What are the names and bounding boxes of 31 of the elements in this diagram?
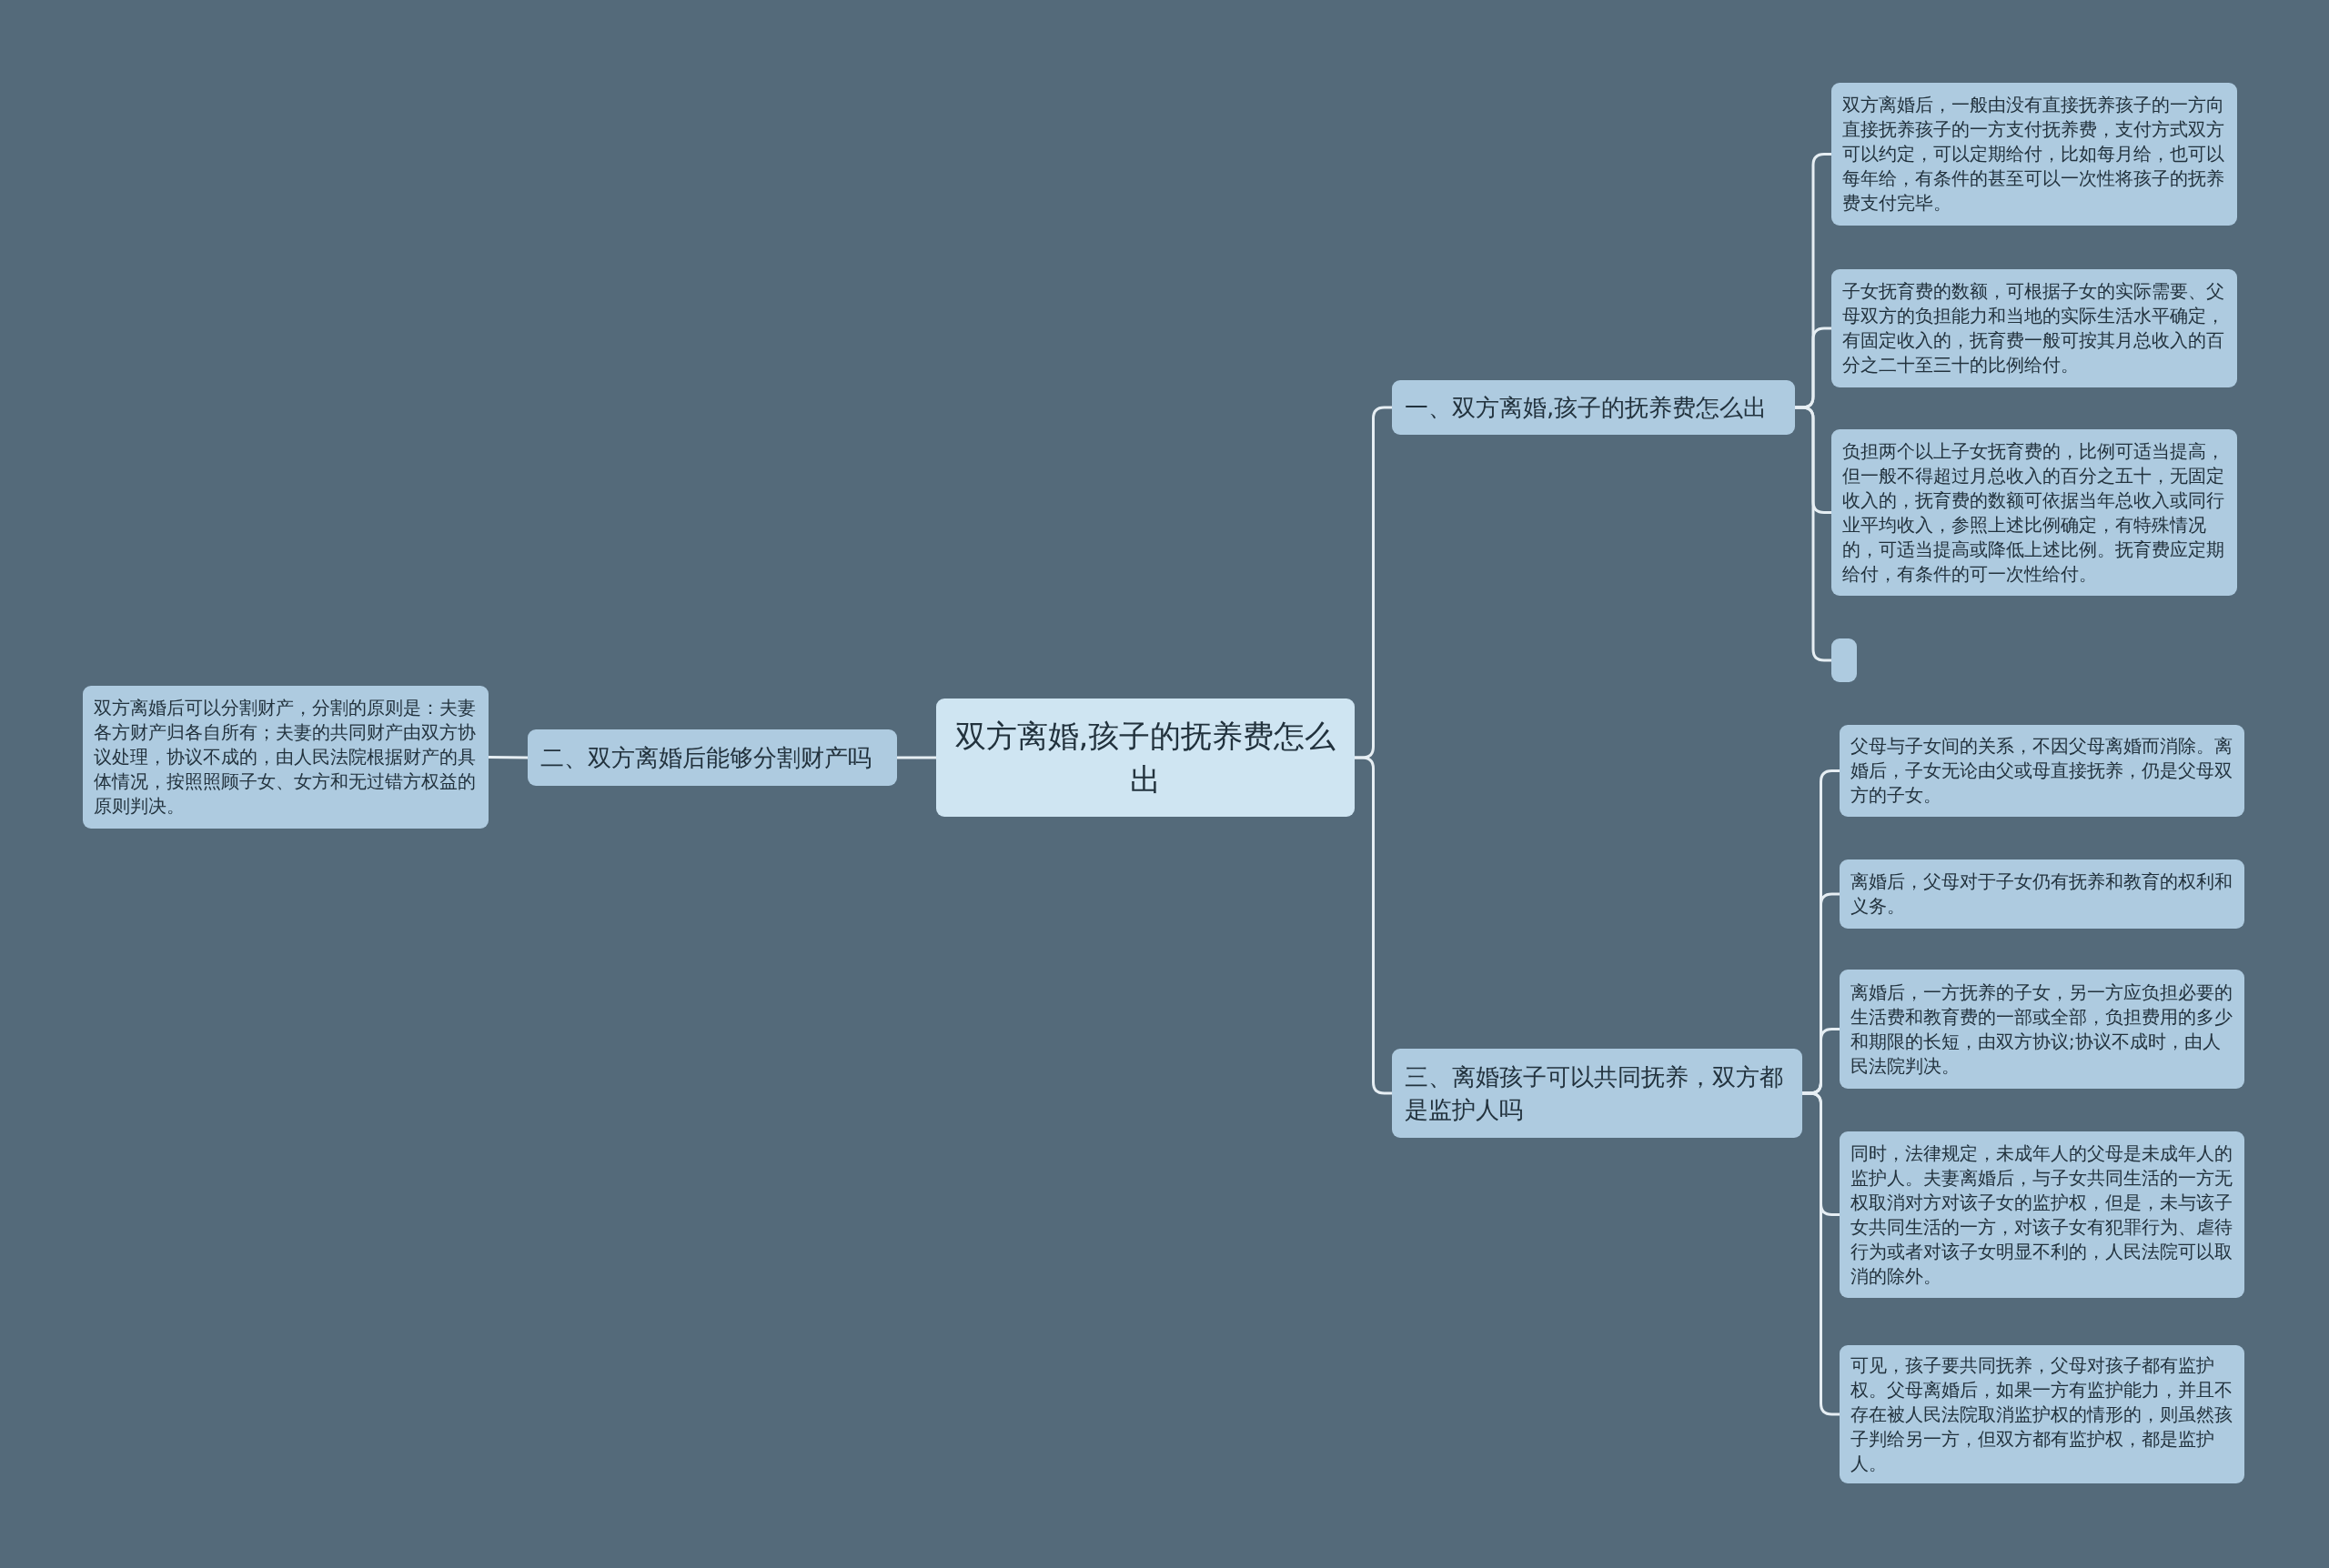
topic-text: 子女抚育费的数额，可根据子女的实际需要、父母双方的负担能力和当地的实际生活水平确定，有固定收入的，抚育费一般可按其月总收入的百分之二十至三十的比例给付。: [1842, 280, 2225, 377]
topic-text: 三、离婚孩子可以共同抚养，双方都是监护人吗: [1405, 1062, 1784, 1125]
topic-text: 二、双方离婚后能够分割财产吗: [540, 743, 872, 773]
central-topic-box: [936, 699, 1355, 817]
note-box: [1831, 83, 2237, 226]
note-box: [1840, 970, 2244, 1089]
topic-text: 一、双方离婚,孩子的抚养费怎么出: [1405, 393, 1768, 423]
connector-line: [489, 756, 528, 759]
topic-text: 离婚后，一方抚养的子女，另一方应负担必要的生活费和教育费的一部或全部，负担费用的多少和期限的长短，由双方协议;协议不成时，由人民法院判决。: [1850, 980, 2233, 1079]
topic-text: 双方离婚后，一般由没有直接抚养孩子的一方向直接抚养孩子的一方支付抚养费，支付方式双方可以约定，可以定期给付，比如每月给，也可以每年给，有条件的甚至可以一次性将孩子的抚养费支付完毕。: [1842, 94, 2225, 216]
topic-text: 父母与子女间的关系，不因父母离婚而消除。离婚后，子女无论由父或母直接抚养，仍是父母双方的子女。: [1850, 735, 2233, 808]
connector-line: [897, 756, 936, 759]
branch-topic-box: [1392, 1049, 1802, 1138]
note-box: [83, 686, 489, 829]
topic-text: 双方离婚,孩子的抚养费怎么出: [954, 717, 1336, 799]
branch-topic-box: [1392, 380, 1795, 435]
topic-text: 双方离婚后可以分割财产，分割的原则是：夫妻各方财产归各自所有；夫妻的共同财产由双方协议处理，协议不成的，由人民法院根据财产的具体情况，按照照顾子女、女方和无过错方权益的原则判决。: [94, 697, 477, 819]
note-box: [1840, 859, 2244, 929]
topic-text: 负担两个以上子女抚育费的，比例可适当提高，但一般不得超过月总收入的百分之五十，无固定收入的，抚育费的数额可依据当年总收入或同行业平均收入，参照上述比例确定，有特殊情况的，可适当提高或降低上述比例。抚育费应定期给付，有条件的可一次性给付。: [1842, 439, 2225, 587]
connector-line: [1802, 1091, 1840, 1416]
connector-line: [1355, 756, 1392, 1095]
branch-topic-box: [528, 729, 897, 786]
topic-text: 可见，孩子要共同抚养，父母对孩子都有监护权。父母离婚后，如果一方有监护能力，并且不存在被人民法院取消监护权的情形的，则虽然孩子判给另一方，但双方都有监护权，都是监护人。: [1850, 1353, 2233, 1476]
note-box: [1840, 725, 2244, 817]
note-box: [1840, 1131, 2244, 1298]
topic-text: 离婚后，父母对于子女仍有抚养和教育的权利和义务。: [1850, 870, 2233, 919]
topic-text: 同时，法律规定，未成年人的父母是未成年人的监护人。夫妻离婚后，与子女共同生活的一方无权取消对方对该子女的监护权，但是，未与该子女共同生活的一方，对该子女有犯罪行为、虐待行为或者对该子女明显不利的，人民法院可以取消的除外。: [1850, 1141, 2233, 1289]
note-box: [1831, 429, 2237, 596]
empty-box: [1831, 638, 1857, 682]
note-box: [1840, 1345, 2244, 1483]
note-box: [1831, 269, 2237, 387]
